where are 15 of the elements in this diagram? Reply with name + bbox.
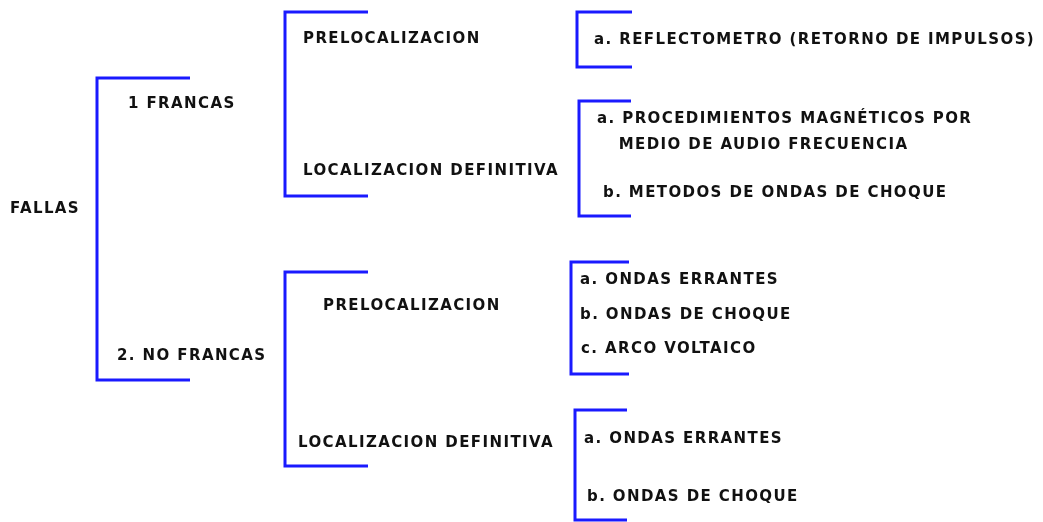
item-label: LOCALIZACION DEFINITIVA: [303, 160, 559, 181]
item-label: LOCALIZACION DEFINITIVA: [298, 432, 554, 453]
item-label: a. ONDAS ERRANTES: [584, 428, 784, 449]
item-label: PRELOCALIZACION: [323, 295, 501, 316]
item-label: c. ARCO VOLTAICO: [581, 338, 757, 359]
item-label: a. ONDAS ERRANTES: [580, 269, 780, 290]
item-label: b. METODOS DE ONDAS DE CHOQUE: [603, 182, 948, 203]
item-label: PRELOCALIZACION: [303, 28, 481, 49]
item-label: a. PROCEDIMIENTOS MAGNÉTICOS POR MEDIO DE AUDIO FRECUENCIA: [597, 107, 974, 155]
item-label: b. ONDAS DE CHOQUE: [580, 304, 792, 325]
item-label: 2. NO FRANCAS: [117, 345, 267, 366]
item-label: a. REFLECTOMETRO (RETORNO DE IMPULSOS): [594, 29, 1036, 50]
item-label: 1 FRANCAS: [128, 93, 236, 114]
item-label: FALLAS: [10, 198, 81, 219]
item-label: b. ONDAS DE CHOQUE: [587, 486, 799, 507]
